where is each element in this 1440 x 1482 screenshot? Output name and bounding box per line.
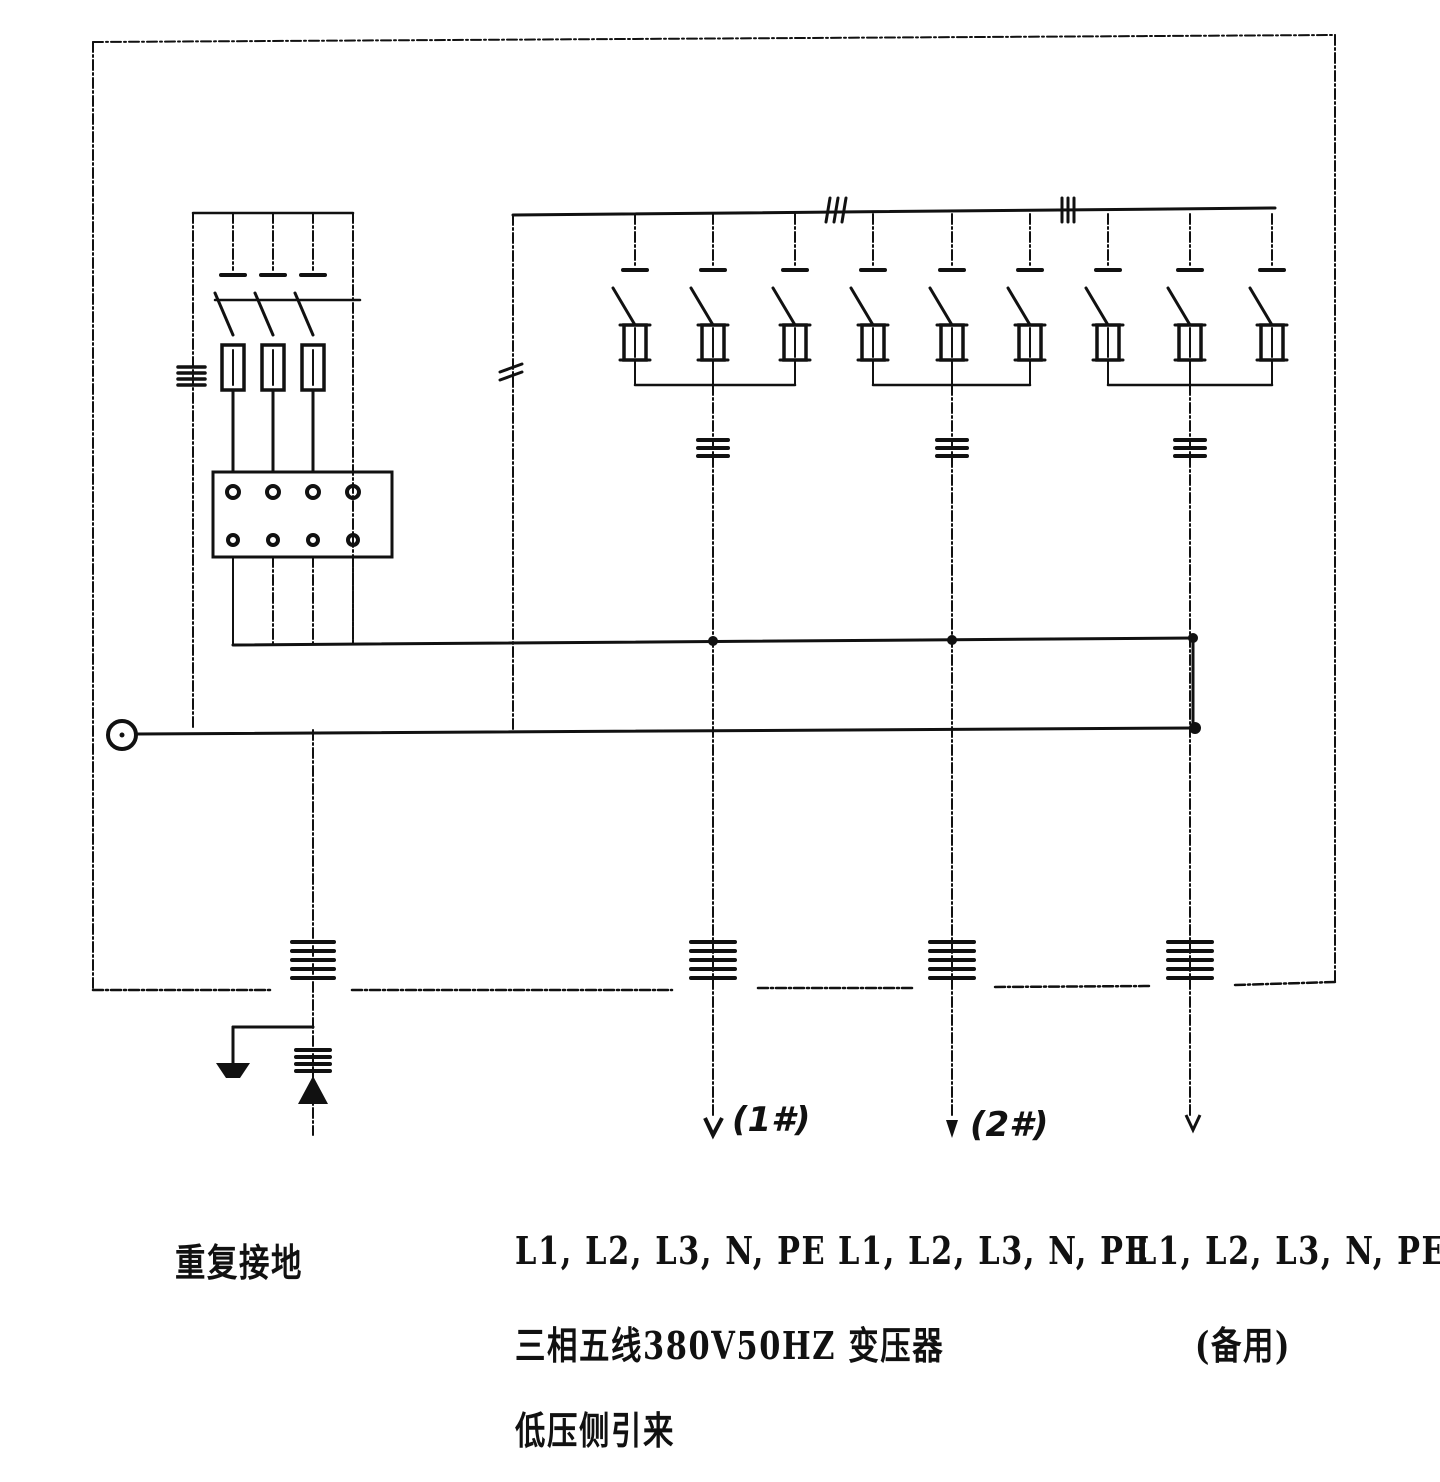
switch-blade-icon xyxy=(928,286,954,327)
switch-blade-icon xyxy=(1006,286,1032,327)
enclosure-bottom xyxy=(1233,980,1337,987)
terminal-icon xyxy=(345,484,361,500)
feeder-1-label: (1#) xyxy=(732,1100,811,1140)
ground-caption: 重复接地 xyxy=(175,1240,304,1285)
terminal-icon xyxy=(346,533,360,547)
switch-blade-icon xyxy=(849,286,875,327)
conductor-count-mark xyxy=(832,196,840,224)
terminal-icon xyxy=(266,533,280,547)
distribution-bus xyxy=(511,206,1277,217)
switch-blade-icon xyxy=(689,286,715,327)
junction-dot xyxy=(1189,722,1201,734)
arrow-down-icon xyxy=(946,1120,958,1138)
switch-blade-icon xyxy=(771,286,797,327)
switch-blade-icon xyxy=(611,286,637,327)
source-caption-line2: 低压侧引来 xyxy=(515,1408,676,1453)
enclosure-bottom xyxy=(993,984,1152,989)
arrow-down-icon xyxy=(703,1117,724,1140)
conductor-count-mark xyxy=(840,196,848,224)
conductor-count-mark xyxy=(498,362,524,374)
terminal-icon xyxy=(226,533,240,547)
terminal-icon xyxy=(306,533,320,547)
terminal-icon xyxy=(305,484,321,500)
phases-caption-2: L1, L2, L3, N, PE xyxy=(838,1228,1150,1273)
feeder-2-label: (2#) xyxy=(970,1105,1049,1145)
switch-blade-icon xyxy=(1248,286,1274,327)
phases-caption-1: L1, L2, L3, N, PE xyxy=(515,1228,827,1273)
earth-terminal-dot xyxy=(119,732,125,738)
phases-caption-3: L1, L2, L3, N, PE xyxy=(1135,1228,1440,1273)
switch-blade-icon xyxy=(1084,286,1110,327)
enclosure-top xyxy=(92,34,1336,43)
terminal-icon xyxy=(225,484,241,500)
neutral-bus-line xyxy=(134,726,1197,736)
terminal-icon xyxy=(265,484,281,500)
conductor-count-mark xyxy=(824,196,832,224)
spare-caption: (备用) xyxy=(1195,1323,1291,1368)
switch-blade-icon xyxy=(1166,286,1192,327)
ground-icon xyxy=(216,1063,250,1078)
arrow-down-icon xyxy=(1184,1114,1202,1134)
earth-electrode-icon xyxy=(298,1076,328,1104)
conductor-count-mark xyxy=(498,370,524,382)
source-caption-line1: 三相五线380V50HZ 变压器 xyxy=(515,1323,945,1368)
terminal-block xyxy=(211,470,394,559)
